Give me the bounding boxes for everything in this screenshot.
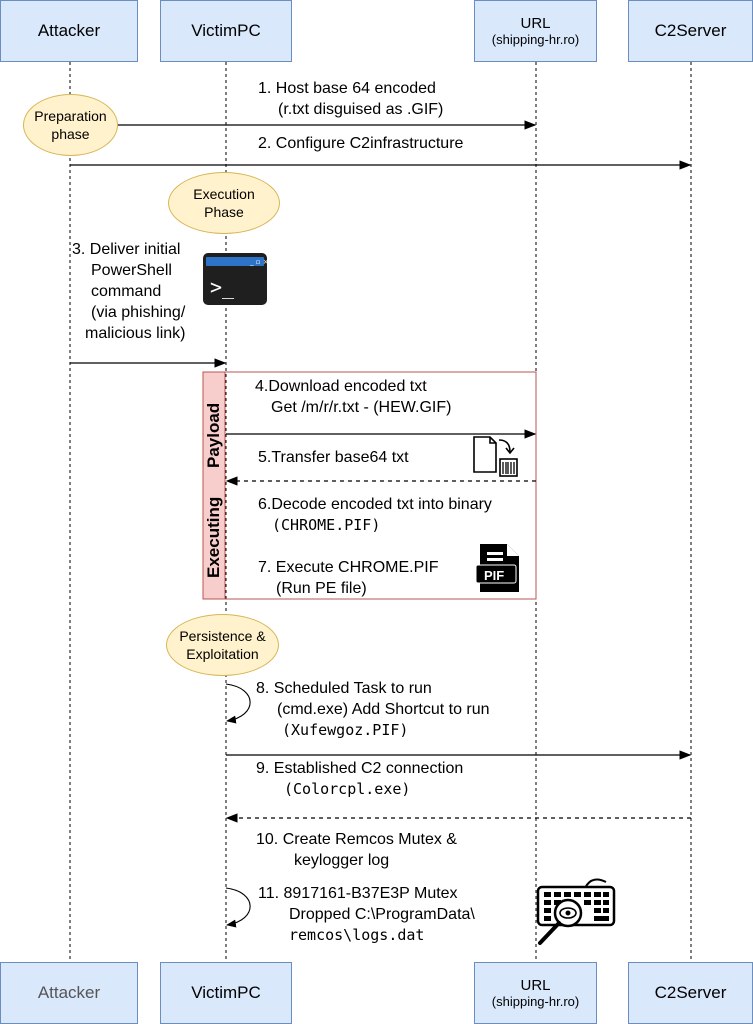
terminal-icon: _ ▫ × >_ — [203, 253, 269, 305]
message-10: 10. Create Remcos Mutex & keylogger log — [256, 831, 457, 869]
participant-attacker-label: Attacker — [37, 983, 101, 1002]
svg-text:_ ▫ ×: _ ▫ × — [249, 258, 269, 266]
message-2: 2. Configure C2infrastructure — [258, 135, 464, 152]
phase-execution-line1: Execution — [193, 186, 255, 202]
message-5: 5.Transfer base64 txt — [258, 449, 409, 466]
phase-preparation-line1: Preparation — [34, 108, 107, 124]
phase-preparation: Preparation phase — [23, 94, 118, 156]
message-6: 6.Decode encoded txt into binary (CHROME… — [258, 496, 492, 534]
participant-attacker-bottom: Attacker — [0, 962, 138, 1024]
participant-victim-top: VictimPC — [160, 0, 292, 62]
phase-persistence: Persistence & Exploitation — [166, 614, 279, 676]
svg-text:PIF: PIF — [484, 568, 504, 583]
participant-url-label: URL — [520, 977, 551, 994]
message-9: 9. Established C2 connection (Colorcpl.e… — [256, 760, 464, 798]
group-label-payload: Payload — [204, 402, 223, 468]
keyboard-magnifier-icon — [536, 878, 616, 945]
message-11: 11. 8917161-B37E3P Mutex Dropped C:\Prog… — [258, 885, 475, 944]
phase-execution-line2: Phase — [204, 204, 244, 220]
phase-preparation-line2: phase — [51, 126, 90, 142]
self-call-11 — [225, 887, 251, 928]
phase-persistence-line1: Persistence & — [179, 628, 266, 644]
participant-victim-label: VictimPC — [191, 21, 261, 40]
svg-text:>_: >_ — [210, 275, 235, 299]
participant-url-top: URL (shipping-hr.ro) — [474, 0, 597, 62]
self-call-8 — [225, 683, 251, 724]
participant-c2-label: C2Server — [654, 21, 727, 40]
pif-file-icon: PIF — [475, 544, 519, 592]
participant-victim-bottom: VictimPC — [160, 962, 292, 1024]
participant-c2-bottom: C2Server — [628, 962, 753, 1024]
message-3: 3. Deliver initial PowerShell command (v… — [72, 241, 186, 342]
participant-url-sublabel: (shipping-hr.ro) — [491, 32, 580, 47]
group-label-executing: Executing — [204, 496, 223, 578]
participant-c2-top: C2Server — [628, 0, 753, 62]
participant-attacker-label: Attacker — [37, 21, 101, 40]
message-1: 1. Host base 64 encoded (r.txt disguised… — [258, 80, 444, 118]
phase-execution: Execution Phase — [168, 172, 280, 234]
participant-c2-label: C2Server — [654, 983, 727, 1002]
participant-url-bottom: URL (shipping-hr.ro) — [474, 962, 597, 1024]
participant-url-sublabel: (shipping-hr.ro) — [491, 994, 580, 1009]
message-4: 4.Download encoded txt Get /m/r/r.txt - … — [255, 378, 452, 416]
message-8: 8. Scheduled Task to run (cmd.exe) Add S… — [256, 680, 490, 739]
message-7: 7. Execute CHROME.PIF (Run PE file) — [258, 559, 439, 597]
phase-persistence-line2: Exploitation — [186, 646, 259, 662]
participant-victim-label: VictimPC — [191, 983, 261, 1002]
participant-attacker-top: Attacker — [0, 0, 138, 62]
participant-url-label: URL — [520, 15, 551, 32]
group-label-band — [202, 371, 226, 600]
file-transfer-icon — [473, 436, 518, 477]
